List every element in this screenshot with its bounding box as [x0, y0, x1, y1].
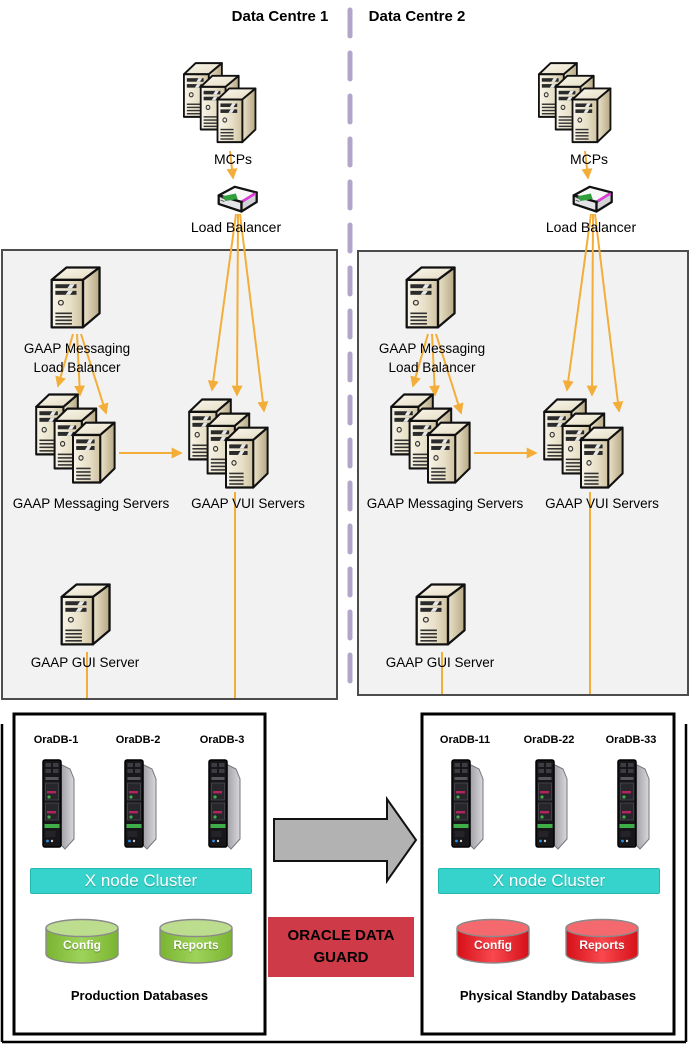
dc1-connectors — [55, 150, 269, 698]
dc2-mcps-label: MCPs — [569, 151, 609, 167]
dc1-gui-server-icon — [60, 583, 111, 646]
standby-node2-label: OraDB-22 — [523, 734, 575, 746]
dc2-messaging-load-balancer-server-icon — [405, 266, 456, 329]
dc1-title: Data Centre 1 — [231, 8, 329, 25]
dc2-gui-server-label: GAAP GUI Server — [385, 655, 495, 670]
dc1-messaging-load-balancer-server-icon — [50, 266, 101, 329]
standby-cluster-bar: X node Cluster — [438, 868, 660, 894]
production-cluster-bar: X node Cluster — [30, 868, 252, 894]
dc2-messaging-servers-label: GAAP Messaging Servers — [366, 496, 524, 511]
standby-config-db-label: Config — [474, 938, 512, 952]
dc2-messaging-lb-label: GAAP Messaging Load Balancer — [378, 341, 486, 375]
dc2-mcps-server-stack-icon — [539, 63, 611, 142]
dc2-load-balancer-icon — [572, 185, 613, 213]
dc1-messaging-lb-label: GAAP Messaging Load Balancer — [23, 341, 131, 375]
production-node3-label: OraDB-3 — [199, 734, 245, 746]
production-reports-db-label: Reports — [173, 938, 219, 952]
dc1-mcps-server-stack-icon — [184, 63, 256, 142]
replication-direction-arrow — [273, 795, 418, 885]
dc1-load-balancer-label: Load Balancer — [190, 219, 282, 235]
production-caption: Production Databases — [70, 988, 209, 1003]
standby-node3-label: OraDB-33 — [605, 734, 657, 746]
dc1-load-balancer-icon — [217, 185, 258, 213]
dc1-mcps-label: MCPs — [213, 151, 253, 167]
standby-reports-db-label: Reports — [579, 938, 625, 952]
dc2-load-balancer-label: Load Balancer — [545, 219, 637, 235]
oracle-data-guard-badge: ORACLE DATA GUARD — [268, 917, 414, 977]
production-node2-label: OraDB-2 — [115, 734, 161, 746]
dc2-vui-servers-label: GAAP VUI Servers — [545, 496, 659, 511]
dc1-messaging-servers-label: GAAP Messaging Servers — [12, 496, 170, 511]
standby-node1-label: OraDB-11 — [439, 734, 491, 746]
production-node1-label: OraDB-1 — [33, 734, 79, 746]
dc1-gui-server-label: GAAP GUI Server — [30, 655, 140, 670]
dc2-connectors — [410, 150, 624, 694]
outer-database-enclosure — [0, 724, 688, 1044]
dc2-title: Data Centre 2 — [368, 8, 466, 25]
dc2-gui-server-icon — [415, 583, 466, 646]
standby-caption: Physical Standby Databases — [459, 988, 637, 1003]
dc1-vui-servers-label: GAAP VUI Servers — [191, 496, 305, 511]
production-config-db-label: Config — [63, 938, 101, 952]
